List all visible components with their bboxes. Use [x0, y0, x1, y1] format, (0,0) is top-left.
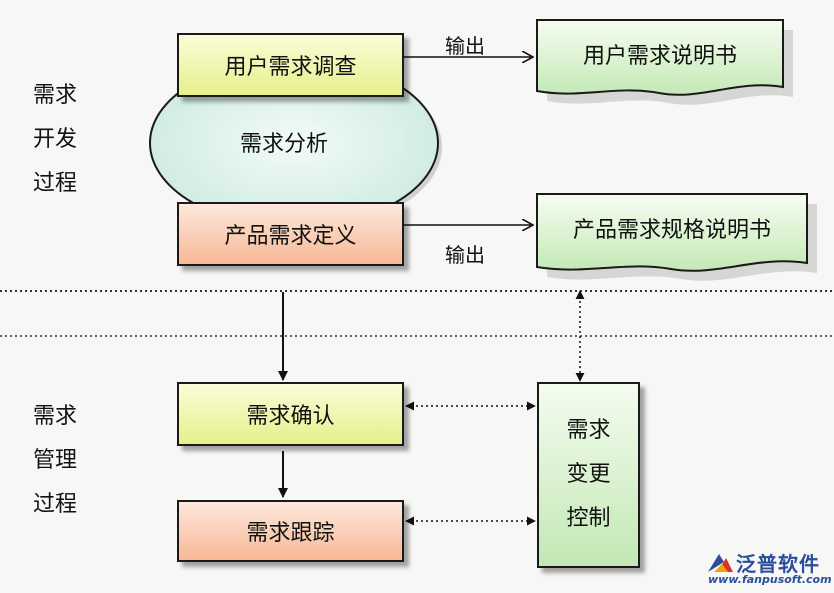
stage-label-development: 需求 开发 过程: [33, 74, 93, 206]
change-control-line-1: 需求: [566, 418, 611, 443]
logo-mark-icon: [708, 554, 733, 572]
company-logo: 泛普软件 www.fanpusoft.com: [706, 548, 832, 590]
user-spec-document: 用户需求说明书: [582, 44, 737, 69]
output-label-top: 输出: [445, 34, 485, 58]
user-spec-document-shape: [536, 19, 784, 96]
stage-dev-line-1: 需求: [33, 83, 78, 108]
analysis-label: 需求分析: [240, 132, 329, 157]
stage-dev-line-3: 过程: [33, 171, 78, 196]
stage-dev-line-2: 开发: [33, 127, 78, 152]
stage-label-management: 需求 管理 过程: [33, 395, 93, 527]
product-spec-document-shape: [536, 193, 808, 272]
stage-mgmt-line-1: 需求: [33, 404, 78, 429]
stage-mgmt-line-3: 过程: [33, 492, 78, 517]
confirm-box: 需求确认: [177, 382, 404, 446]
product-spec-document: 产品需求规格说明书: [572, 218, 771, 243]
user-research-box: 用户需求调查: [177, 33, 404, 97]
logo-name: 泛普软件: [736, 552, 820, 576]
change-control-box: 需求 变更 控制: [537, 382, 640, 568]
tracking-box: 需求跟踪: [177, 500, 404, 562]
change-control-line-2: 变更: [566, 462, 611, 487]
logo-url: www.fanpusoft.com: [708, 573, 832, 586]
product-definition-box: 产品需求定义: [177, 202, 404, 266]
change-control-line-3: 控制: [566, 506, 611, 531]
output-label-bottom: 输出: [445, 243, 485, 267]
stage-mgmt-line-2: 管理: [33, 448, 78, 473]
